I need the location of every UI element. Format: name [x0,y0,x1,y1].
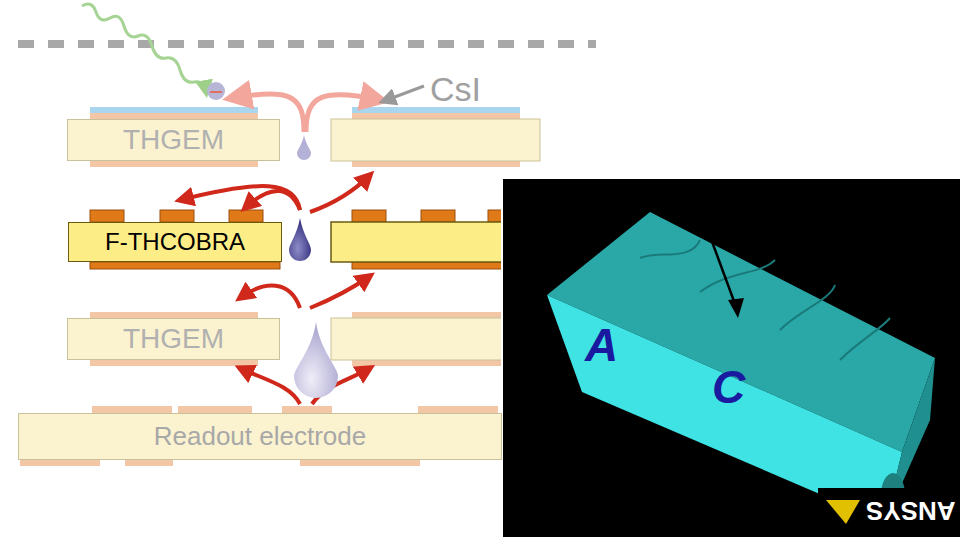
electrode-strip [421,210,455,222]
thcobra-plate: F-THCOBRA [68,222,282,262]
copper-layer [352,161,520,167]
readout-electrode: Readout electrode [18,413,502,460]
logo-mark [826,500,860,524]
thgem-plate: THGEM [67,318,280,360]
electrode-strip [352,262,522,269]
plate-label: THGEM [123,323,224,355]
electrode-strip [352,210,386,222]
thcobra-plate [331,222,521,262]
copper-layer [352,312,520,318]
leader-line [384,86,424,101]
region-label: A [585,322,618,368]
thgem-plate: THGEM [67,119,280,161]
photoelectron [207,82,225,100]
pointer-arrow-head [728,298,744,318]
plate-label: THGEM [123,124,224,156]
readout-pad [418,406,498,413]
part-label: CsI [430,72,481,106]
readout-pad [125,460,173,466]
block-front-face [547,295,902,522]
groove [700,260,775,292]
dashed-boundary [18,40,596,48]
field-arrow [310,276,370,308]
electron-cloud [297,135,311,160]
photon-wave [82,4,206,92]
electrode-strip [160,210,194,222]
software-logo: ANSYS [866,498,956,524]
thgem-plate [331,318,521,360]
electron-cloud [289,218,311,261]
plate-label: Readout electrode [154,421,366,452]
field-arrow [310,175,370,212]
electrode-strip [90,262,280,269]
copper-layer [352,360,520,366]
readout-pad [178,406,252,413]
field-arrow [240,286,300,308]
groove [780,285,835,330]
copper-layer [352,113,520,119]
copper-layer [90,360,258,366]
csi-layer [352,107,520,113]
readout-pad [92,406,172,413]
electron-cloud [294,322,338,398]
region-label: C [712,364,745,410]
readout-pad [20,460,100,466]
electrode-strip [229,210,263,222]
thgem-plate [331,119,540,161]
field-arrow [245,191,300,210]
inset-panel [502,178,961,538]
readout-pad [282,406,332,413]
plate-label: F-THCOBRA [105,228,245,256]
field-arrow [306,95,380,132]
readout-pad [300,460,420,466]
minus-sign [210,91,222,93]
groove [640,240,700,258]
csi-layer [90,107,258,113]
electrode-strip [90,210,124,222]
logo-ground [818,488,956,532]
copper-layer [90,161,258,167]
field-arrow [180,186,300,210]
pointer-arrow [690,182,738,312]
groove [840,318,890,360]
field-arrow [240,368,300,404]
